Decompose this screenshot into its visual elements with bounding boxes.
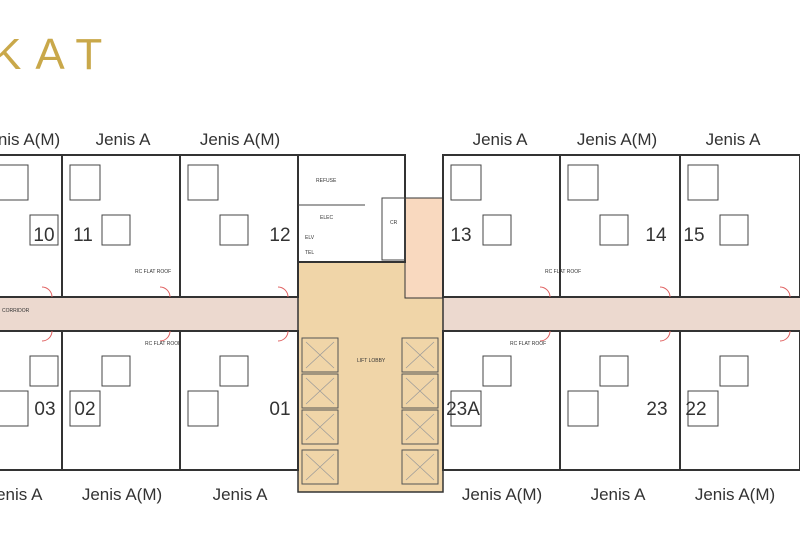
bedroom (0, 164, 29, 201)
unit-type-label: Jenis A(M) (200, 130, 280, 149)
bathroom (101, 355, 131, 387)
bathroom (101, 214, 131, 246)
unit-outline (679, 154, 800, 298)
bedroom (687, 390, 719, 427)
bedroom (450, 164, 482, 201)
room-lift-lobby: LIFT LOBBY (357, 358, 386, 364)
door-swing (659, 330, 671, 342)
door-swing (779, 330, 791, 342)
unit-number: 23A (446, 399, 480, 420)
lift-cross (405, 377, 435, 405)
service-core (297, 154, 406, 263)
door-swing (277, 330, 289, 342)
bedroom (567, 390, 599, 427)
door-swing (41, 330, 53, 342)
rc-flat-roof-4: RC FLAT ROOF (510, 341, 546, 347)
bathroom (719, 214, 749, 246)
bathroom (719, 355, 749, 387)
bedroom (69, 390, 101, 427)
unit-outline (679, 330, 800, 471)
door-swing (659, 286, 671, 298)
rc-flat-roof-3: RC FLAT ROOF (545, 269, 581, 275)
unit-outline (179, 330, 299, 471)
room-refuse: REFUSE (316, 178, 337, 184)
bathroom (599, 214, 629, 246)
bedroom (567, 164, 599, 201)
rc-flat-roof-1: RC FLAT ROOF (135, 269, 171, 275)
unit-number: 15 (683, 225, 704, 246)
unit-type-label: Jenis A (213, 485, 268, 504)
door-swing (277, 286, 289, 298)
unit-number: 01 (269, 399, 290, 420)
bedroom (450, 390, 482, 427)
room-elv: ELV (305, 235, 315, 241)
unit-type-label: Jenis A (706, 130, 761, 149)
bedroom (187, 164, 219, 201)
bedroom (687, 164, 719, 201)
unit-number: 14 (645, 225, 667, 246)
unit-number: 10 (33, 225, 54, 246)
room-tel: TEL (305, 250, 314, 256)
unit-number: 13 (450, 225, 471, 246)
unit-type-label: Jenis A(M) (82, 485, 162, 504)
room-cr-outline (381, 197, 406, 261)
door-swing (41, 286, 53, 298)
bathroom (219, 355, 249, 387)
unit-type-label: Jenis A (473, 130, 528, 149)
door-swing (159, 286, 171, 298)
unit-type-label: Jenis A(M) (695, 485, 775, 504)
unit-number: 11 (73, 225, 93, 246)
bathroom (482, 355, 512, 387)
unit-type-label: Jenis A(M) (0, 130, 60, 149)
unit-number: 23 (646, 399, 667, 420)
staircase (404, 197, 444, 299)
unit-type-label: Jenis A(M) (462, 485, 542, 504)
room-elec: ELEC (320, 215, 333, 221)
bathroom (219, 214, 249, 246)
unit-number: 02 (74, 399, 95, 420)
bathroom (29, 214, 59, 246)
bedroom (0, 390, 29, 427)
unit-number: 03 (34, 399, 55, 420)
door-swing (539, 286, 551, 298)
unit-type-label: Jenis A (591, 485, 646, 504)
room-corridor: CORRIDOR (2, 308, 30, 314)
lift-cross (305, 341, 335, 369)
bathroom (482, 214, 512, 246)
door-swing (159, 330, 171, 342)
lift-cross (305, 453, 335, 481)
door-swing (779, 286, 791, 298)
lift-cross (305, 413, 335, 441)
unit-type-label: Jenis A(M) (577, 130, 657, 149)
unit-number: 22 (685, 399, 706, 420)
unit-type-label: Jenis A (0, 485, 43, 504)
unit-number: 12 (269, 225, 290, 246)
rc-flat-roof-2: RC FLAT ROOF (145, 341, 181, 347)
bedroom (187, 390, 219, 427)
bathroom (29, 355, 59, 387)
logo: KAT (0, 30, 117, 79)
lift-cross (405, 453, 435, 481)
lift-cross (405, 341, 435, 369)
room-cr: CR (390, 220, 398, 226)
bedroom (69, 164, 101, 201)
lift-cross (405, 413, 435, 441)
lift-cross (305, 377, 335, 405)
door-swing (539, 330, 551, 342)
unit-type-label: Jenis A (96, 130, 151, 149)
bathroom (599, 355, 629, 387)
